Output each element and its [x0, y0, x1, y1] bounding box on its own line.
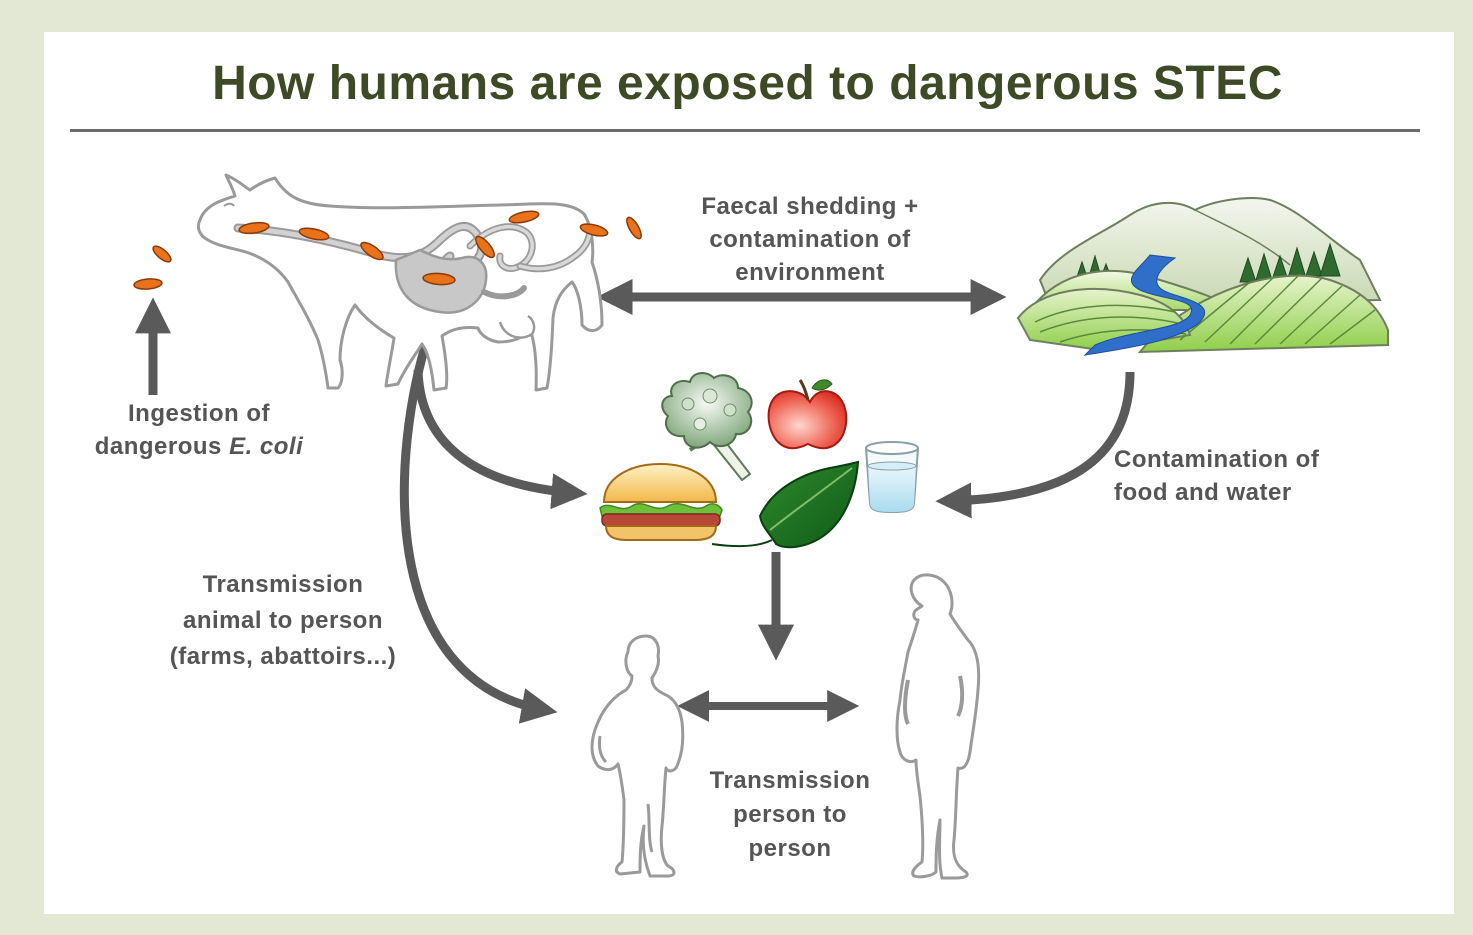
label-ingestion-ecoli: E. coli	[229, 433, 303, 460]
label-person-line2: person to	[680, 798, 900, 832]
label-faecal-line1: Faecal shedding +	[660, 190, 960, 223]
label-person-to-person: Transmission person to person	[680, 764, 900, 866]
label-ingestion-line1: Ingestion of	[50, 397, 348, 430]
arrow-environment-to-food	[948, 372, 1130, 501]
label-ingestion-line2: dangerous E. coli	[50, 430, 348, 463]
label-person-line3: person	[680, 832, 900, 866]
label-faecal-shedding: Faecal shedding + contamination of envir…	[660, 190, 960, 289]
label-ingestion: Ingestion of dangerous E. coli	[50, 397, 348, 463]
label-animal-line2: animal to person	[128, 603, 438, 639]
label-animal-line1: Transmission	[128, 567, 438, 603]
label-contamination-line2: food and water	[1114, 476, 1319, 509]
label-animal-to-person: Transmission animal to person (farms, ab…	[128, 567, 438, 675]
label-faecal-line3: environment	[660, 256, 960, 289]
leaf-icon	[712, 462, 858, 547]
label-animal-line3: (farms, abattoirs...)	[128, 639, 438, 675]
title-divider	[70, 129, 1420, 132]
burger-icon	[600, 464, 722, 540]
label-person-line1: Transmission	[680, 764, 900, 798]
label-ingestion-prefix: dangerous	[95, 433, 229, 460]
cow-icon	[198, 175, 602, 390]
label-contamination-line1: Contamination of	[1114, 443, 1319, 476]
landscape-icon	[1018, 198, 1388, 355]
page-title: How humans are exposed to dangerous STEC	[0, 56, 1473, 111]
broccoli-icon	[662, 373, 751, 480]
adult-icon	[897, 575, 979, 878]
child-icon	[592, 636, 683, 876]
label-contamination-food-water: Contamination of food and water	[1114, 443, 1319, 509]
label-faecal-line2: contamination of	[660, 223, 960, 256]
apple-icon	[769, 380, 847, 448]
water-glass-icon	[866, 442, 918, 512]
